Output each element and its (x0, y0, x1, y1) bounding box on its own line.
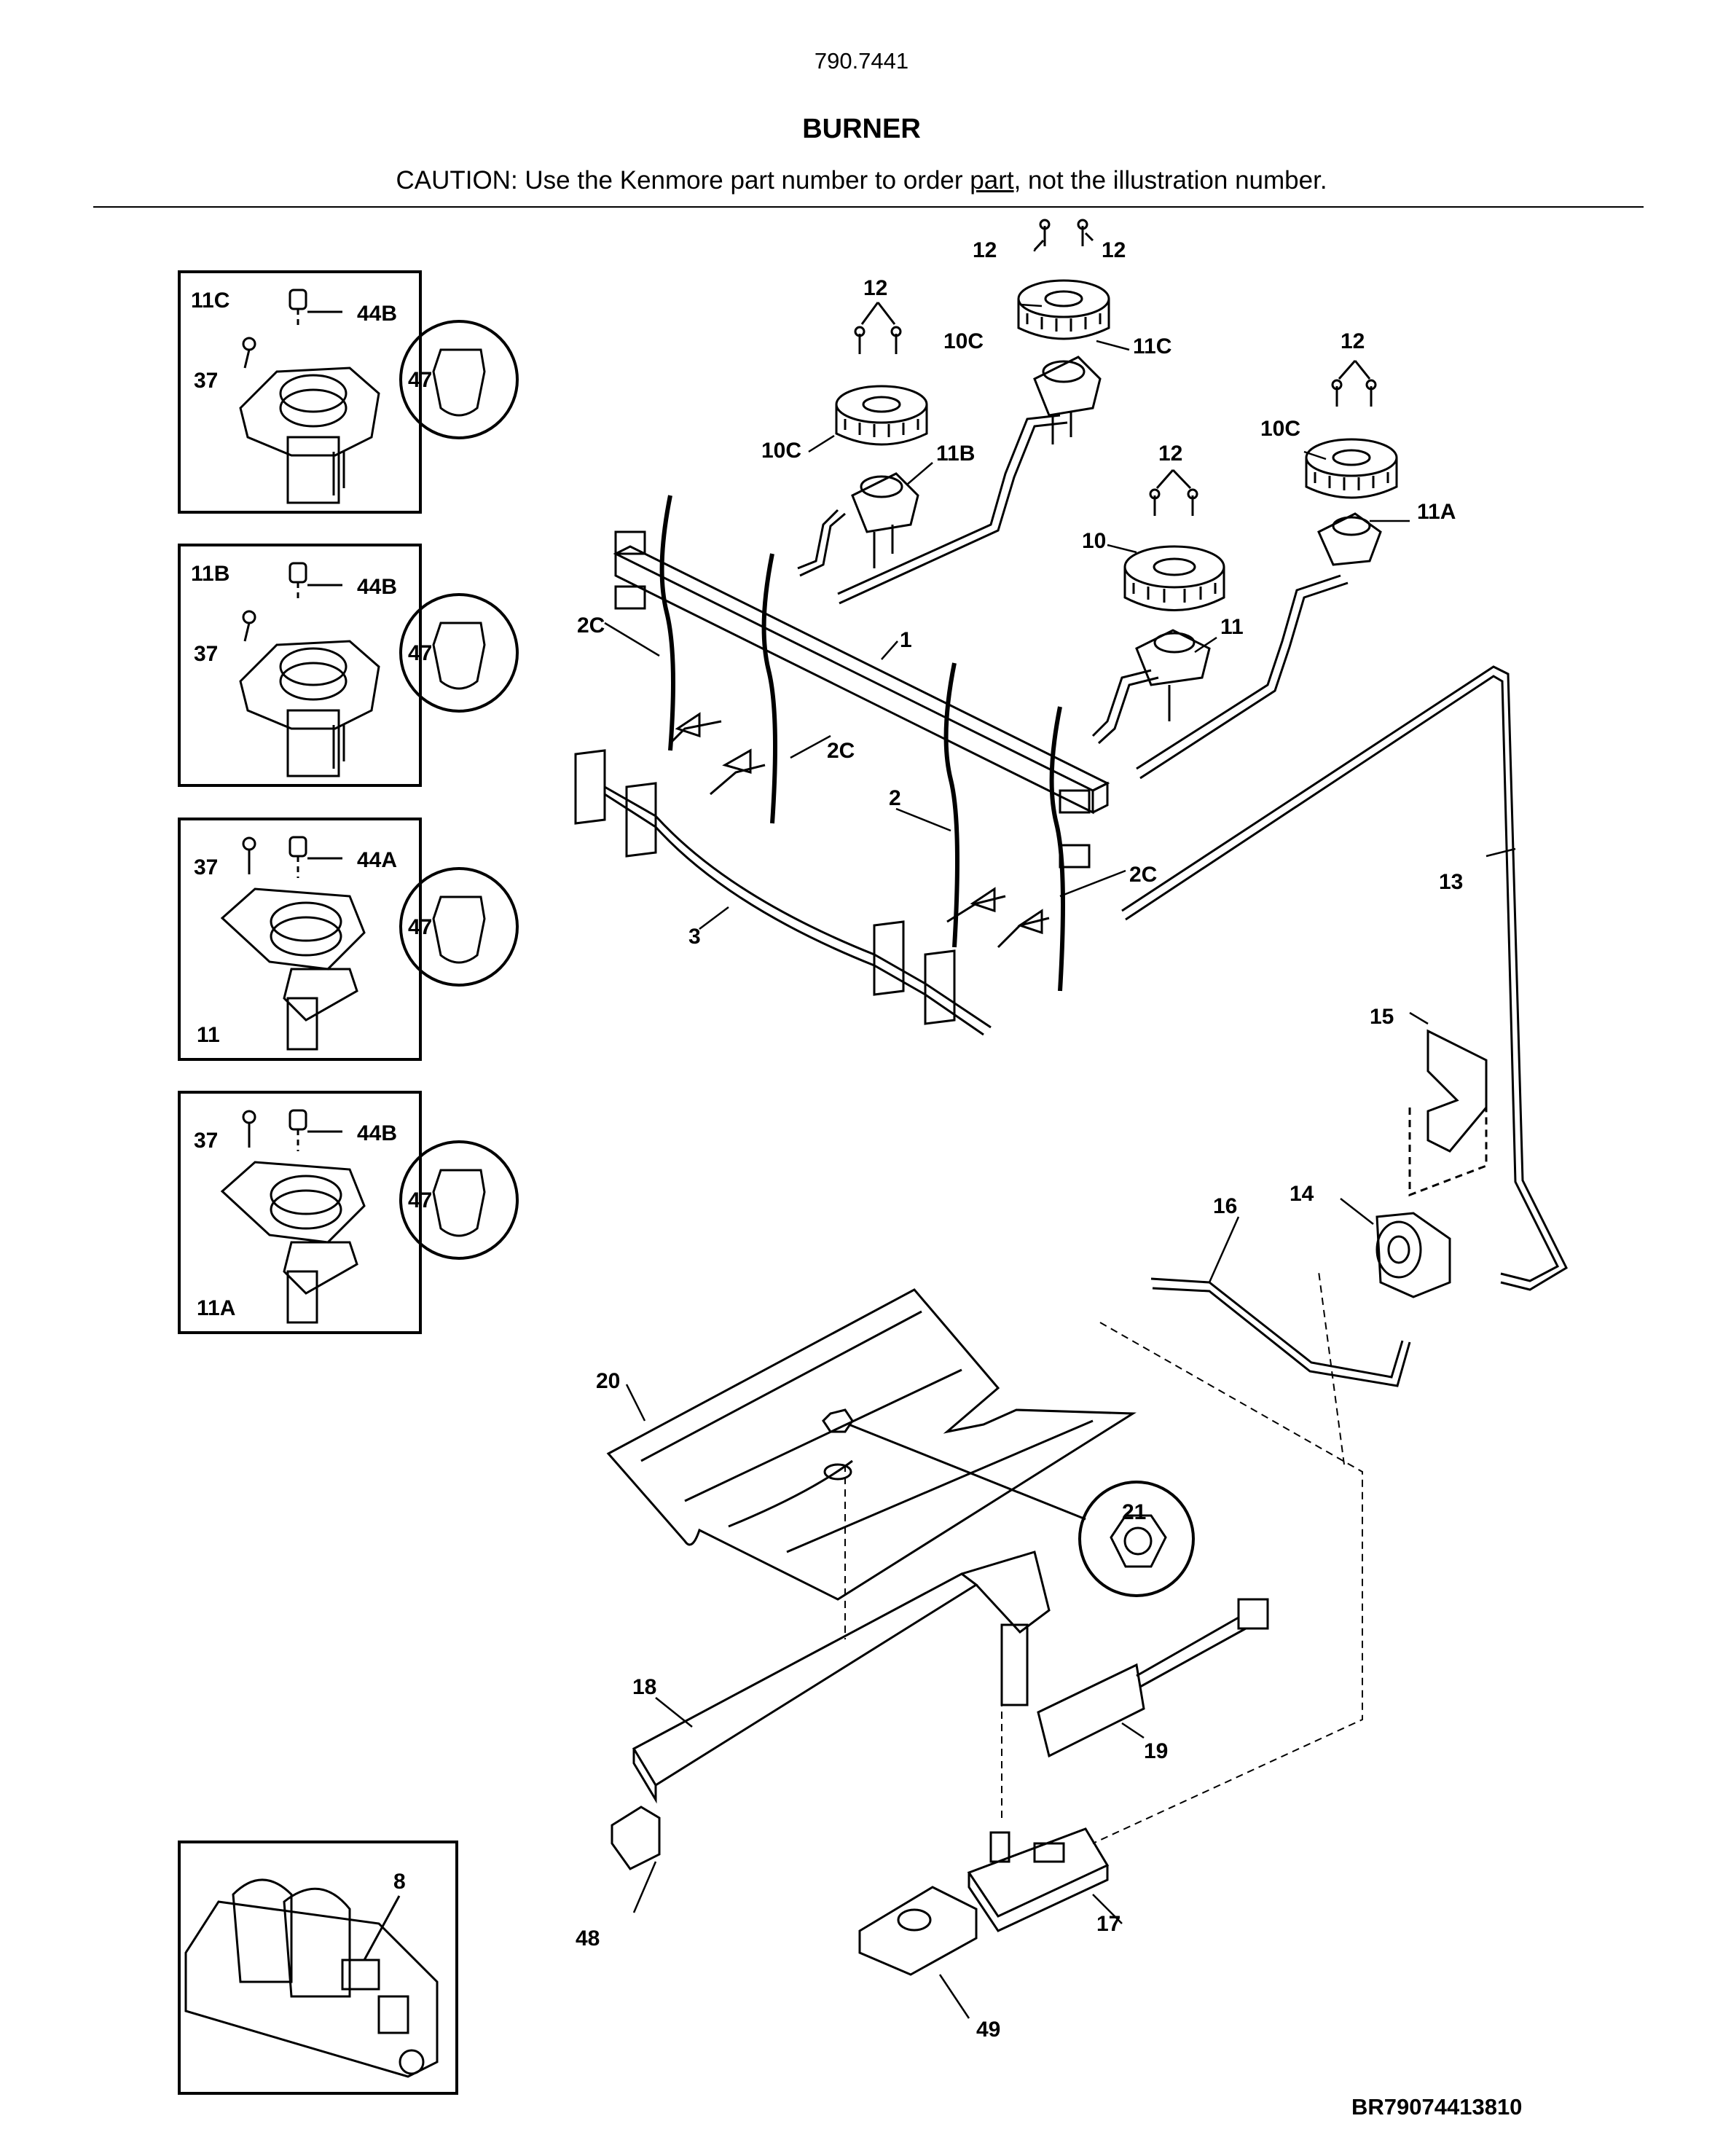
nut-21 (822, 1408, 1195, 1597)
valve-assemblies (659, 495, 1065, 992)
bracket-15 (1408, 1029, 1488, 1197)
callout-label: 47 (408, 915, 432, 939)
drawing-code: BR79074413810 (1351, 2094, 1523, 2120)
callout-1: 1 (900, 628, 912, 652)
burner-head-10c-right (1305, 438, 1398, 499)
callout-label: 47 (408, 1188, 432, 1212)
inset-panel-11c: 11C 44B 37 47 (178, 270, 519, 514)
callout-10c: 10C (943, 329, 984, 353)
callout-11c: 11C (1133, 334, 1171, 358)
callout-21: 21 (1122, 1500, 1146, 1524)
burner-head-10c-left (835, 385, 928, 446)
callout-label: 37 (194, 855, 218, 879)
callout-15: 15 (1370, 1005, 1394, 1029)
callout-19: 19 (1144, 1739, 1168, 1763)
callout-10c: 10C (761, 439, 801, 463)
callout-13: 13 (1439, 870, 1463, 894)
callout-17: 17 (1096, 1912, 1120, 1936)
callout-label: 8 (393, 1870, 406, 1894)
callout-label: 37 (194, 642, 218, 666)
panel-label: 11A (197, 1296, 235, 1320)
part-link[interactable]: part (970, 166, 1014, 195)
callout-10c: 10C (1260, 417, 1300, 441)
callout-18: 18 (632, 1675, 656, 1699)
callout-12: 12 (973, 238, 997, 262)
callout-48: 48 (576, 1926, 600, 1951)
igniter-19 (1037, 1598, 1269, 1758)
burner-base-11b (851, 472, 919, 568)
callout-12: 12 (1341, 329, 1365, 353)
header-divider (93, 206, 1644, 208)
inset-panel-spark-module: 8 (178, 1841, 458, 2095)
callout-14: 14 (1290, 1182, 1314, 1206)
callout-label: 47 (408, 368, 432, 392)
oven-burner-18 (632, 1551, 1051, 1804)
regulator-14 (1375, 1212, 1451, 1298)
callout-2c: 2C (827, 739, 855, 763)
valve-bracket-49 (858, 1886, 978, 1976)
section-title: BURNER (802, 114, 921, 144)
callout-49: 49 (976, 2018, 1000, 2042)
callout-label: 37 (194, 369, 218, 393)
callout-2c: 2C (1129, 863, 1157, 887)
burner-base-11c (1033, 356, 1102, 444)
callout-label: 44B (357, 575, 397, 599)
callout-12: 12 (863, 276, 887, 300)
burner-head-10 (1123, 545, 1225, 611)
inset-panel-11: 37 44A 11 47 (178, 818, 519, 1061)
callout-12: 12 (1102, 238, 1126, 262)
callout-12: 12 (1158, 442, 1182, 466)
callout-2c: 2C (577, 614, 605, 638)
heat-shield-20 (606, 1288, 1137, 1601)
callout-label: 37 (194, 1129, 218, 1153)
callout-label: 44B (357, 1121, 397, 1145)
burner-base-11 (1135, 629, 1211, 721)
callout-11: 11 (1220, 615, 1244, 639)
caution-text-end: , not the illustration number. (1013, 166, 1327, 195)
gas-tubes (797, 414, 1568, 1387)
callout-10: 10 (1082, 529, 1106, 553)
caution-text: CAUTION: Use the Kenmore part number to … (396, 166, 970, 195)
inset-panel-11a: 37 44B 11A 47 (178, 1091, 519, 1334)
callout-20: 20 (596, 1369, 620, 1393)
callout-label: 44B (357, 302, 397, 326)
safety-valve-17 (967, 1827, 1110, 1932)
callout-16: 16 (1213, 1194, 1237, 1218)
callout-11a: 11A (1417, 500, 1456, 524)
model-number: 790.7441 (814, 48, 909, 74)
wire-harness-3 (574, 749, 992, 1036)
manifold-bar (613, 530, 1110, 869)
panel-label: 11C (191, 289, 229, 313)
callout-label: 44A (357, 848, 397, 872)
caution-note: CAUTION: Use the Kenmore part number to … (0, 166, 1723, 195)
callout-label: 47 (408, 641, 432, 665)
panel-label: 11B (191, 562, 229, 586)
assembly-guide-lines (844, 1271, 1363, 1844)
bracket-48 (611, 1806, 661, 1870)
burner-base-11a (1317, 512, 1382, 566)
callout-3: 3 (688, 925, 701, 949)
callout-labels: 12 12 12 12 12 10C 10C 10C 11C 11B 11A 1… (576, 238, 1463, 2042)
callout-2: 2 (889, 786, 901, 810)
callout-11b: 11B (936, 442, 975, 466)
panel-label: 11 (197, 1023, 220, 1047)
screw-12-group (854, 219, 1377, 516)
inset-panel-11b: 11B 44B 37 47 (178, 544, 519, 787)
burner-head-10c-top (1017, 279, 1110, 340)
leader-lines (604, 250, 1516, 2019)
